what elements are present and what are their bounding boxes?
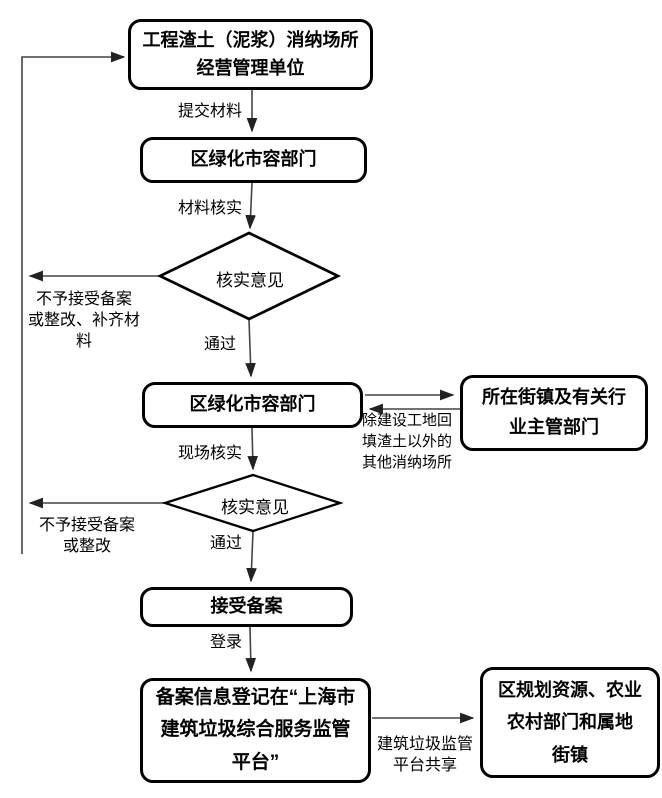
edge-reject1-label: 不予接受备案 或整改、补齐材 料 [27,291,140,351]
connector-group [21,51,475,724]
edge-submit-label: 提交材料 [177,103,242,120]
edge-material-check-arrow [245,182,256,230]
edge-pass1-label: 通过 [203,336,236,353]
node-platform-registration: 备案信息登记在“上海市 建筑垃圾综合服务监管 平台” [140,678,371,783]
edge-reject2-label: 不予接受备案 或整改 [38,517,135,556]
edge-site-check-arrow [247,427,259,471]
edge-pass2-label: 通过 [209,535,242,552]
edge-material-check-label: 材料核实 [177,200,242,217]
decision2-label: 核实意见 [221,498,289,517]
node-district-greening-dept-2: 区绿化市容部门 [142,382,363,428]
edge-pass2-arrow [246,530,257,583]
node-planning-agri-dept: 区规划资源、农业 农村部门和属地 街镇 [480,667,660,778]
decision1-diamond [156,231,342,321]
edge-login-arrow [245,626,257,673]
node-district-greening-dept-1: 区绿化市容部门 [140,137,367,183]
node-accept-record: 接受备案 [140,587,353,627]
edge-login-label: 登录 [209,634,242,651]
edge-side-note-label: 除建设工地回 填渣土以外的 其他消纳场所 [362,412,453,471]
edge-pass1-arrow [245,318,256,378]
edge-share-label: 建筑垃圾监管 平台共享 [376,736,473,775]
edge-site-check-label: 现场核实 [177,445,242,462]
node-street-town-dept: 所在街镇及有关行 业主管部门 [460,375,648,451]
decision1-label: 核实意见 [216,271,284,290]
edge-feedback-loop [21,51,126,554]
node-operator: 工程渣土（泥浆）消纳场所 经营管理单位 [128,19,373,90]
decision2-diamond [161,473,344,533]
